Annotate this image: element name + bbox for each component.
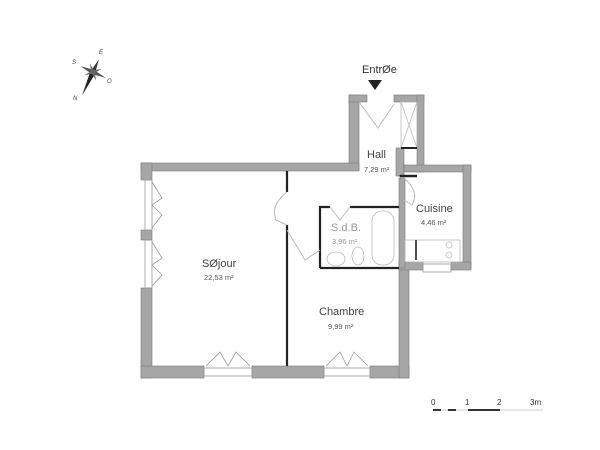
walls [140,94,472,379]
fixtures [326,210,461,267]
room-cuisine-area: 4,46 m² [421,218,447,227]
compass-rose-icon [80,59,106,96]
entry-label: EntrØe [362,64,397,76]
room-chambre-area: 9,99 m² [328,322,354,331]
scale-tick-3m: 3m [530,398,542,407]
room-cuisine-name: Cuisine [416,203,453,215]
room-hall-name: Hall [367,149,386,161]
windows [144,179,452,377]
entry-arrow-icon [368,80,382,90]
compass-letter-n: N [73,96,78,102]
room-sdb-name: S.d.B. [331,222,361,234]
closet [400,101,418,149]
scale-tick-2: 2 [497,398,502,407]
room-sejour-area: 22,53 m² [204,273,234,282]
compass-letter-o: O [107,79,112,85]
room-sdb-area: 3,96 m² [332,237,358,246]
compass-letter-e: E [99,50,104,56]
room-sejour-name: SØjour [202,258,237,270]
partitions [285,171,417,366]
scale-tick-0: 0 [431,398,436,407]
scale-tick-1: 1 [465,398,470,407]
door-swings [273,101,416,261]
room-chambre-name: Chambre [319,306,365,318]
compass-letter-s: S [72,60,77,66]
room-hall-area: 7,29 m² [364,165,390,174]
